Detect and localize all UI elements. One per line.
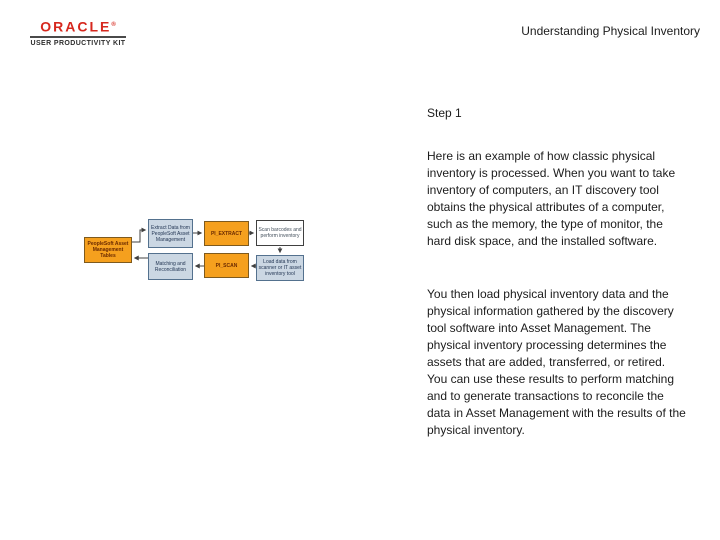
page-title: Understanding Physical Inventory: [521, 24, 700, 38]
registered-mark: ®: [111, 22, 116, 28]
diagram-box-pi-scan: PI_SCAN: [204, 253, 249, 278]
oracle-wordmark: ORACLE®: [40, 18, 116, 35]
diagram-box-psam-tables: PeopleSoft Asset Management Tables: [84, 237, 132, 263]
diagram-box-scan-barcodes: Scan barcodes and perform inventory: [256, 220, 304, 246]
diagram-box-extract-data: Extract Data from PeopleSoft Asset Manag…: [148, 219, 193, 248]
body-paragraph-2: You then load physical inventory data an…: [427, 287, 686, 437]
body-paragraph-1: Here is an example of how classic physic…: [427, 149, 676, 248]
physical-inventory-flow-diagram: PeopleSoft Asset Management Tables Extra…: [80, 210, 310, 290]
logo-subtitle: USER PRODUCTIVITY KIT: [30, 39, 126, 47]
diagram-arrows: [132, 227, 283, 269]
oracle-upk-logo: ORACLE® USER PRODUCTIVITY KIT: [30, 18, 126, 47]
step-heading: Step 1: [427, 106, 462, 120]
diagram-box-matching: Matching and Reconciliation: [148, 253, 193, 280]
diagram-box-pi-extract: PI_EXTRACT: [204, 221, 249, 246]
diagram-box-load-data: Load data from scanner or IT asset inven…: [256, 255, 304, 281]
logo-divider: [30, 35, 126, 38]
